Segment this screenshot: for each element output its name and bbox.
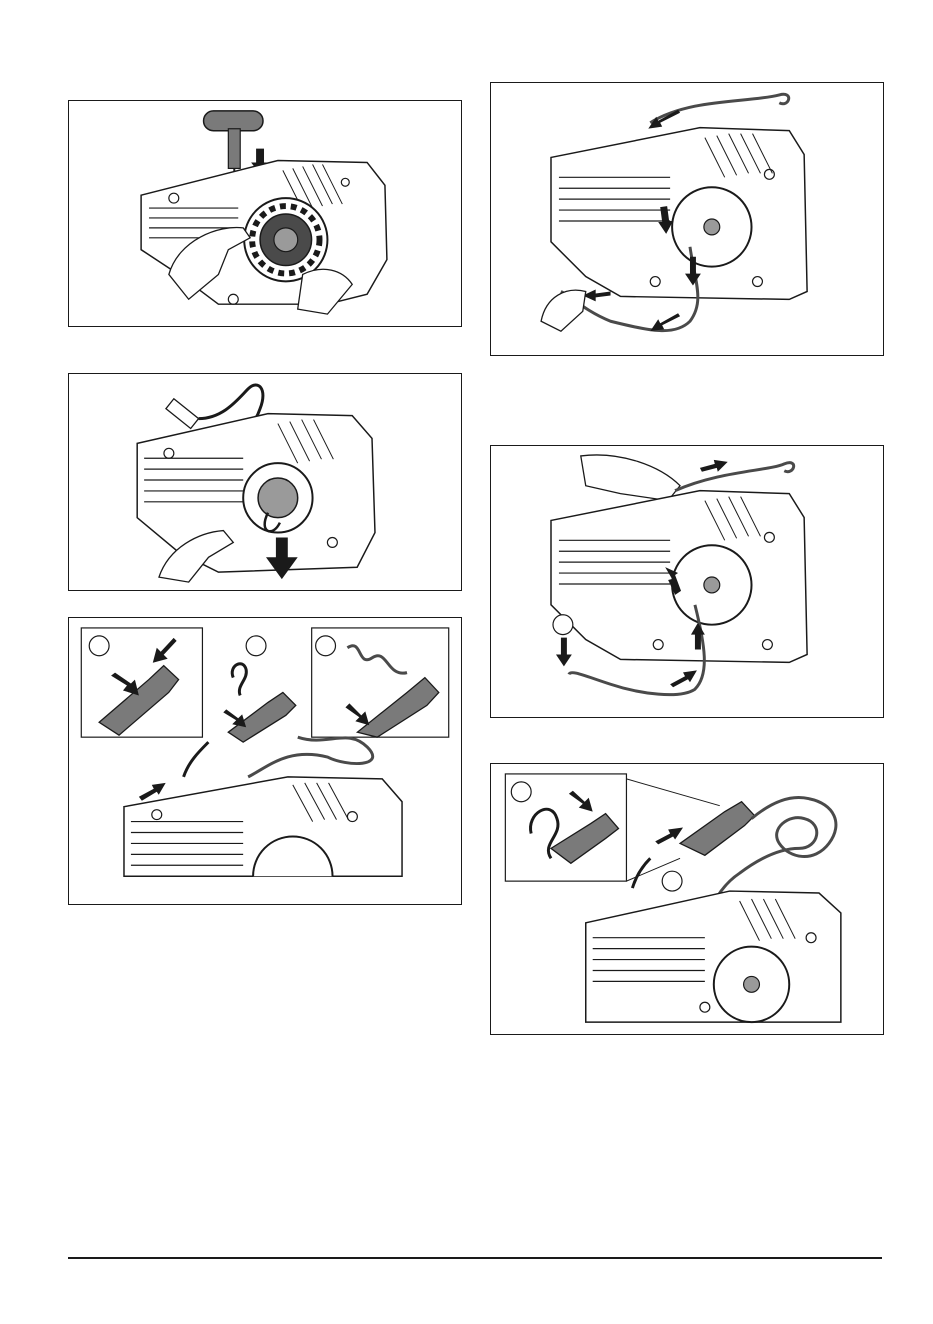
hand-icon [541,290,586,331]
cord-threading-drawing [491,83,883,355]
illustration-starter-pulley-press [68,100,462,327]
illustration-handle-detail [68,617,462,905]
arrow-icon [139,783,166,801]
handle-detail-drawing [69,618,461,904]
illustration-cord-pull-out [68,373,462,591]
illustration-cord-threading [490,82,884,356]
arrow-icon [670,670,697,687]
t-handle-icon [166,399,199,429]
arrow-icon [655,828,683,845]
callout-circle-c [316,636,336,656]
starter-cord [675,463,794,491]
right-hand-icon [298,269,353,314]
handle-knot-drawing [491,764,883,1034]
arrow-icon [648,110,680,129]
cord-tension-drawing [491,446,883,717]
starter-pulley-press-drawing [69,101,461,326]
callout-circle [553,615,573,635]
t-handle-icon [680,802,754,856]
down-arrow-icon [556,638,572,667]
knot-icon [232,664,246,696]
arrow-icon [583,289,611,301]
footer-divider [68,1257,882,1259]
t-handle-icon [204,111,263,131]
starter-cord [248,737,373,777]
callout-circle-b [246,636,266,656]
hand-icon [581,455,680,501]
illustration-handle-knot [490,763,884,1035]
callout-circle-a [511,782,531,802]
arrow-icon [223,709,246,727]
callout-circle-a [89,636,109,656]
illustration-cord-tension [490,445,884,718]
callout-circle-b [662,871,682,891]
arrow-icon [700,460,728,472]
cord-pull-out-drawing [69,374,461,590]
t-handle-icon [228,692,296,742]
starter-cord [650,94,788,122]
starter-housing [586,891,841,1022]
